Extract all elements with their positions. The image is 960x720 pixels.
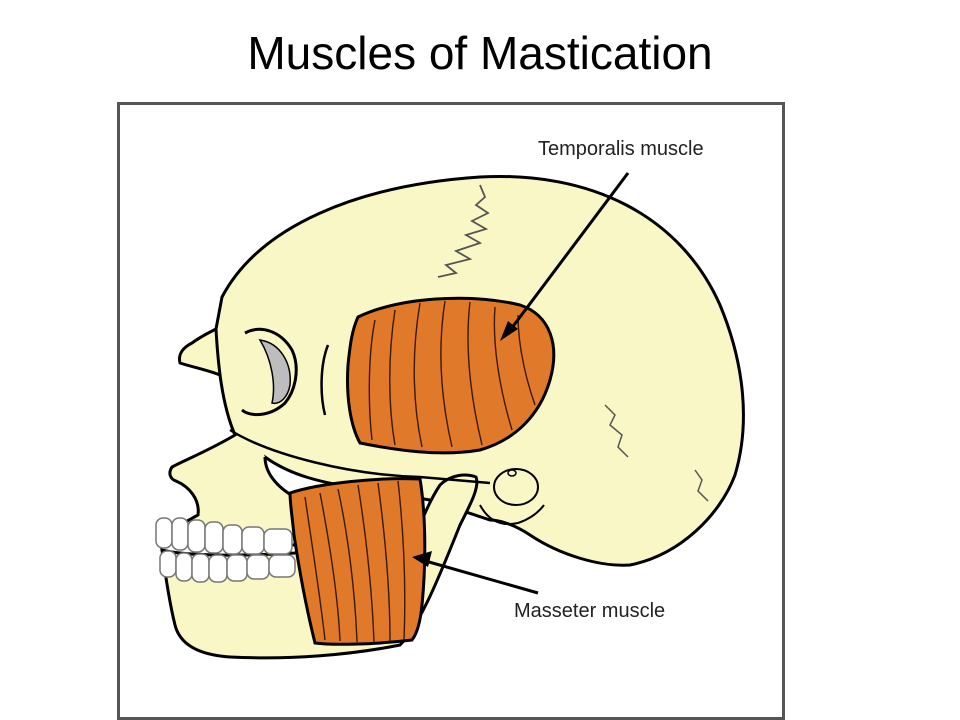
masseter-arrowhead (412, 551, 432, 567)
masseter-fibers (304, 480, 406, 643)
sphenoid-line (320, 344, 330, 416)
slide-title: Muscles of Mastication (247, 27, 713, 79)
masseter-muscle (288, 477, 427, 646)
ear-canal (493, 468, 539, 506)
occipital-suture (694, 469, 709, 502)
masseter-label: Masseter muscle (514, 600, 665, 622)
masseter-arrow (421, 558, 539, 595)
temporalis-fibers (368, 300, 536, 448)
temporalis-arrowhead (500, 321, 518, 341)
temporalis-arrow (506, 172, 630, 334)
teeth (155, 517, 296, 583)
temporalis-label: Temporalis muscle (538, 138, 704, 160)
orbit-shadow (258, 339, 291, 405)
ear-canal-inner (507, 469, 517, 477)
mastoid-process (479, 504, 545, 525)
coronal-suture (437, 184, 490, 278)
temporal-suture (604, 404, 629, 458)
skull-figure: Temporalis muscle Masseter muscle (117, 102, 785, 720)
zygomatic-arch-line (229, 428, 491, 485)
skull-illustration: Temporalis muscle Masseter muscle (155, 138, 745, 660)
orbit (241, 327, 298, 417)
